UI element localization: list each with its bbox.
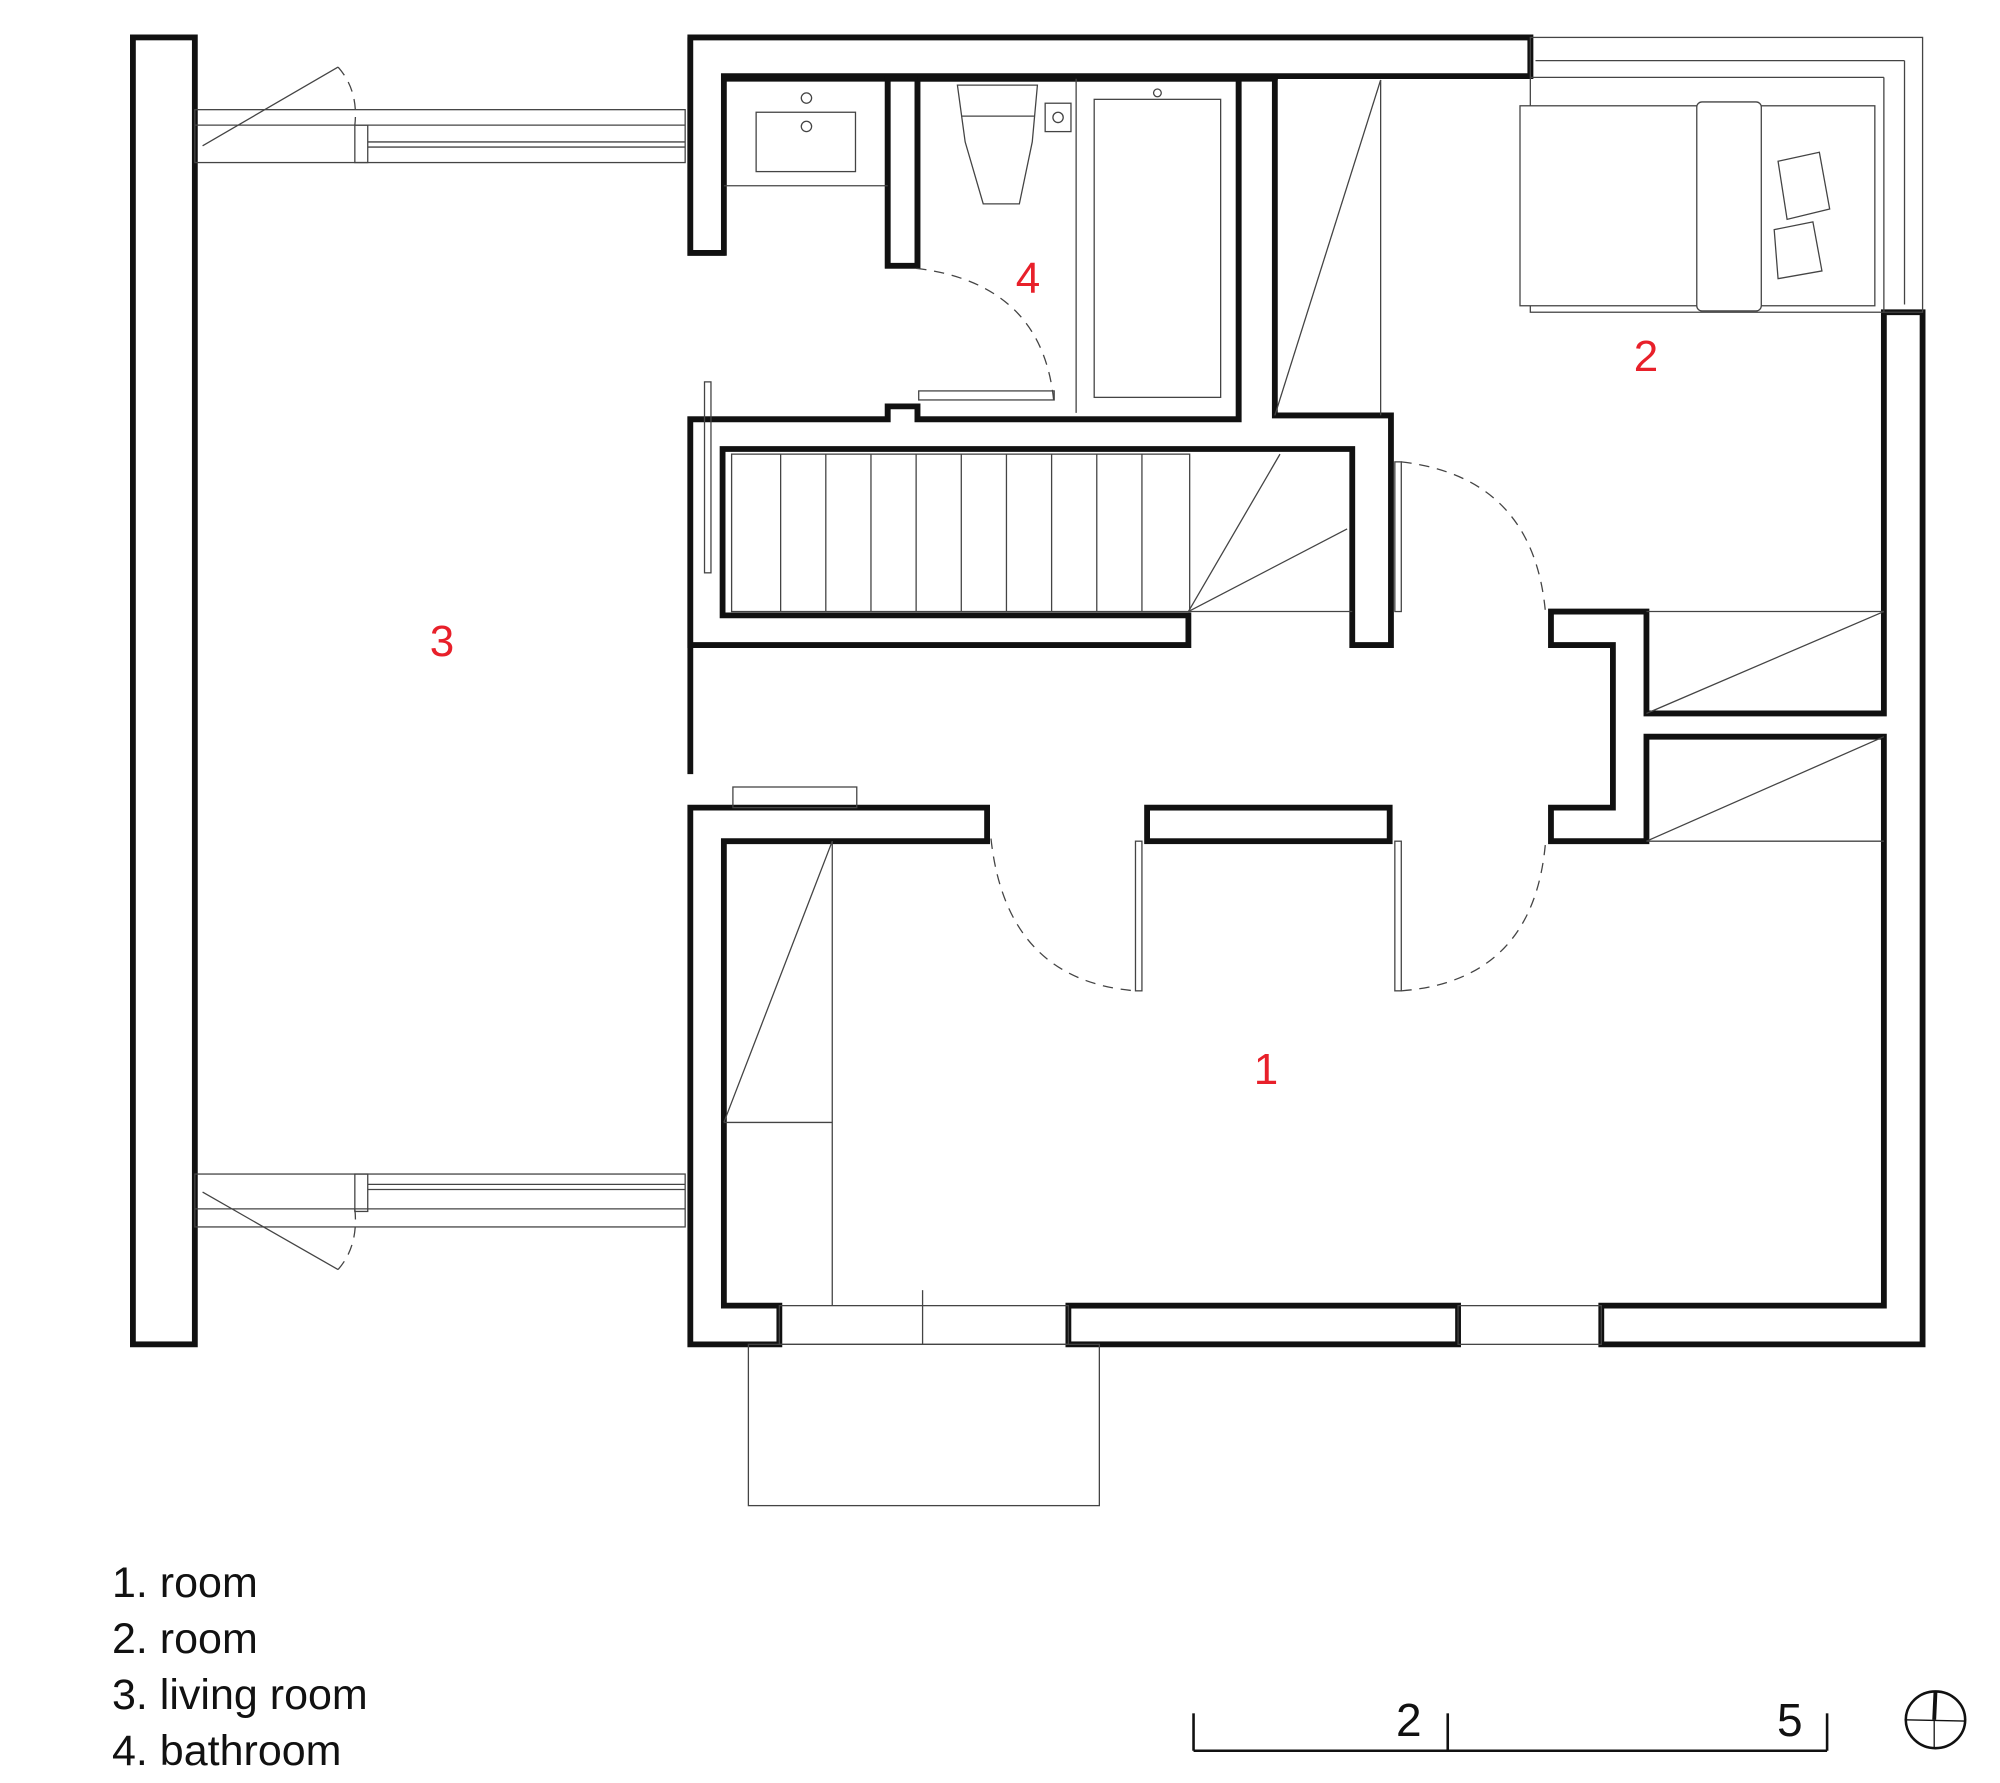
room-label-1: 1 xyxy=(1253,1045,1279,1094)
scale-label-5: 5 xyxy=(1777,1694,1803,1746)
bathroom-partition xyxy=(884,75,921,269)
left-exterior-wall xyxy=(130,34,198,1348)
scale-label-2: 2 xyxy=(1396,1694,1422,1746)
door-swings xyxy=(990,461,1547,992)
stair-walls xyxy=(687,75,1394,648)
bathroom-walls xyxy=(687,34,1534,775)
living-room-window-top xyxy=(194,66,686,164)
bottom-wall xyxy=(1065,1302,1461,1348)
room-label-3: 3 xyxy=(429,617,455,666)
bathtub xyxy=(1075,78,1222,413)
wardrobe-lines xyxy=(1646,610,1885,842)
closet-line xyxy=(1274,79,1382,416)
bathroom-door-swing xyxy=(916,267,1055,407)
room1-left-wall xyxy=(687,804,990,1348)
right-exterior-wall xyxy=(1548,309,1926,1348)
living-room-window-bottom xyxy=(194,1173,686,1271)
room1-fittings xyxy=(723,786,1602,1507)
legend-item: 1. room xyxy=(112,1559,258,1607)
legend-item: 3. living room xyxy=(112,1671,368,1719)
staircase xyxy=(703,381,1353,613)
scale-bar xyxy=(1192,1713,1829,1753)
room-legend: 1. room 2. room 3. living room 4. bathro… xyxy=(112,1555,368,1779)
room1-partition xyxy=(1144,804,1393,845)
north-arrow-icon xyxy=(1904,1690,1967,1750)
sink xyxy=(723,92,888,187)
legend-item: 4. bathroom xyxy=(112,1727,342,1775)
room-label-2: 2 xyxy=(1633,332,1659,381)
room-label-4: 4 xyxy=(1015,254,1041,303)
legend-item: 2. room xyxy=(112,1615,258,1663)
toilet xyxy=(956,84,1072,205)
bed xyxy=(1519,101,1876,312)
bathroom-door xyxy=(918,390,1055,401)
